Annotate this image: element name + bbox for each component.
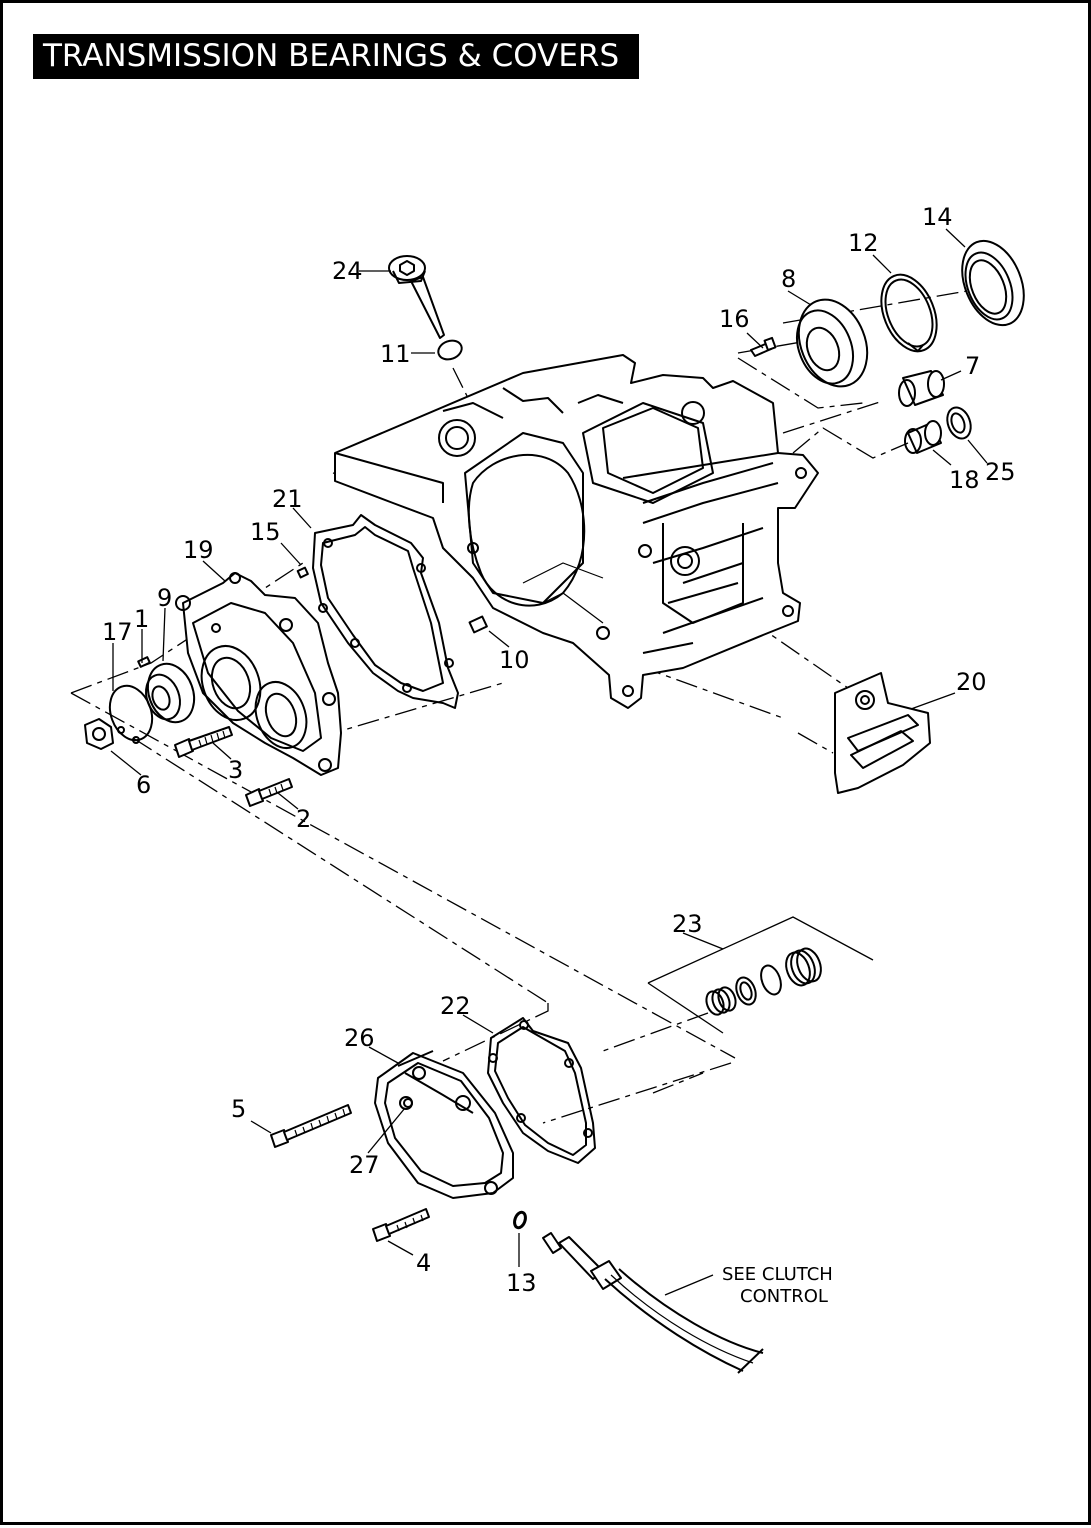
part-2-bolt xyxy=(245,778,293,807)
clutch-cable xyxy=(542,1232,764,1374)
part-8-bearing xyxy=(796,298,869,388)
part-14-oil-seal xyxy=(961,239,1025,327)
part-4-bolt xyxy=(372,1208,430,1242)
callout-23: 23 xyxy=(672,910,703,938)
callout-3: 3 xyxy=(228,756,243,784)
callout-27: 27 xyxy=(349,1151,380,1179)
callout-21: 21 xyxy=(272,485,303,513)
part-25-seal xyxy=(946,406,972,440)
callout-20: 20 xyxy=(956,668,987,696)
callout-26: 26 xyxy=(344,1024,375,1052)
callout-18: 18 xyxy=(949,466,980,494)
note-line-2: CONTROL xyxy=(740,1286,828,1307)
callout-22: 22 xyxy=(440,992,471,1020)
callout-25: 25 xyxy=(985,458,1016,486)
callout-4: 4 xyxy=(416,1249,431,1277)
part-7-needle-bearing xyxy=(898,370,945,407)
part-15-dowel xyxy=(296,566,309,579)
part-17-snap-ring xyxy=(108,684,154,744)
callout-16: 16 xyxy=(719,305,750,333)
part-10-dowel xyxy=(468,615,488,634)
leader-lines xyxy=(110,228,988,1296)
callout-2: 2 xyxy=(296,805,311,833)
part-16-screw xyxy=(750,336,777,357)
callout-11: 11 xyxy=(380,340,411,368)
part-24-vent-plug xyxy=(388,255,445,339)
callout-8: 8 xyxy=(781,265,796,293)
part-27-plug xyxy=(403,1098,413,1108)
exploded-view-drawing: 24 11 16 8 12 14 7 18 25 20 21 15 19 9 1… xyxy=(70,203,1025,1374)
part-20-gasket xyxy=(834,672,931,794)
callout-labels: 24 11 16 8 12 14 7 18 25 20 21 15 19 9 1… xyxy=(102,203,1016,1297)
part-19-bearing-door xyxy=(175,572,342,776)
part-26-side-cover xyxy=(374,1050,514,1199)
callout-17: 17 xyxy=(102,618,133,646)
callout-7: 7 xyxy=(965,352,980,380)
page-title: TRANSMISSION BEARINGS & COVERS xyxy=(33,34,639,79)
part-21-gasket xyxy=(312,514,459,709)
part-1-dowel-pin xyxy=(137,656,151,668)
part-5-bolt xyxy=(270,1104,352,1148)
part-13-o-ring xyxy=(513,1210,527,1230)
callout-13: 13 xyxy=(506,1269,537,1297)
callout-9: 9 xyxy=(157,584,172,612)
transmission-case xyxy=(334,354,819,709)
part-18-bushing xyxy=(904,420,942,454)
callout-12: 12 xyxy=(848,229,879,257)
part-22-cover-gasket xyxy=(487,1017,596,1164)
note-line-1: SEE CLUTCH xyxy=(722,1264,833,1285)
clutch-control-note: SEE CLUTCH CONTROL xyxy=(722,1264,833,1307)
callout-5: 5 xyxy=(231,1095,246,1123)
part-9-bearing xyxy=(145,662,196,724)
callout-10: 10 xyxy=(499,646,530,674)
part-11-o-ring xyxy=(437,339,463,361)
callout-14: 14 xyxy=(922,203,953,231)
callout-19: 19 xyxy=(183,536,214,564)
callout-15: 15 xyxy=(250,518,281,546)
part-12-retaining-ring xyxy=(880,273,938,353)
callout-1: 1 xyxy=(134,605,149,633)
callout-24: 24 xyxy=(332,257,363,285)
part-3-bolt xyxy=(174,726,233,758)
callout-6: 6 xyxy=(136,771,151,799)
part-6-nut xyxy=(84,718,114,750)
part-23-adjuster-set xyxy=(647,916,874,1034)
